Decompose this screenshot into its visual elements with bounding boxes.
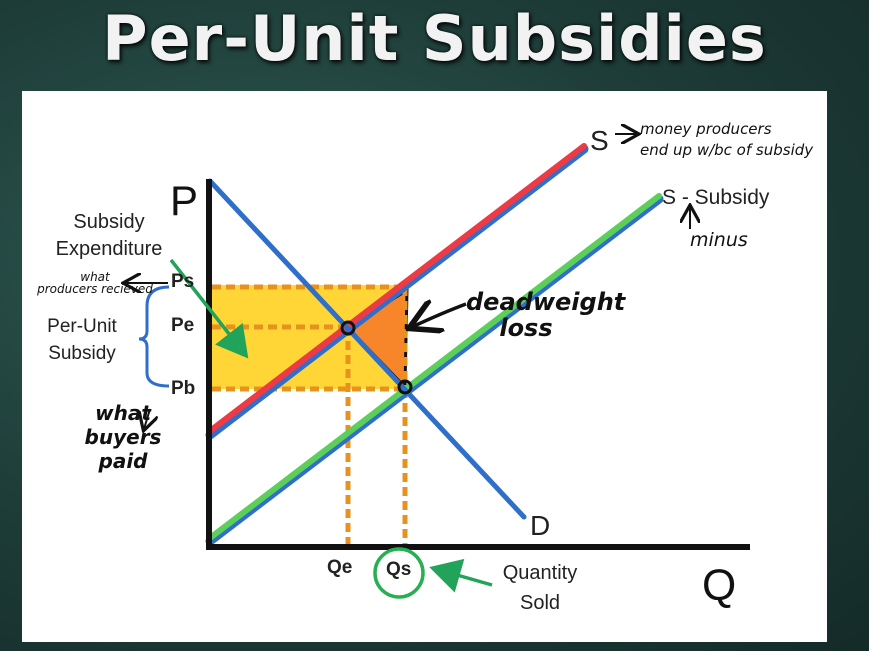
deadweight-loss-label: deadweight loss — [466, 288, 626, 342]
diagram-board: P Q Quantity Sold S S - Subsidy D Ps Pe … — [22, 91, 827, 642]
per-unit-subsidy-label: Per-Unit Subsidy — [47, 316, 117, 364]
supply-subsidy-label: S - Subsidy — [662, 186, 770, 209]
expenditure-arrow — [169, 258, 249, 359]
what-producers-note: what producers recieved — [37, 270, 153, 296]
slide-title: Per-Unit Subsidies — [102, 2, 767, 75]
price-label-ps: Ps — [171, 271, 195, 292]
minus-note: minus — [690, 229, 748, 251]
equilibrium-point — [340, 320, 356, 336]
subsidy-diagram — [22, 91, 750, 599]
x-axis-label: Q — [702, 561, 737, 610]
price-label-pb: Pb — [171, 378, 196, 399]
subsidy-point — [397, 379, 413, 395]
money-producers-note: money producers end up w/bc of subsidy — [640, 120, 814, 159]
quantity-label-qe: Qe — [327, 557, 353, 578]
what-buyers-note: what buyers paid — [84, 401, 162, 473]
demand-label: D — [530, 510, 551, 541]
per-unit-bracket — [138, 285, 170, 388]
quantity-label-qs: Qs — [386, 559, 412, 580]
supply-label: S — [590, 125, 609, 156]
demand-curve — [207, 178, 527, 520]
y-axis-label: P — [170, 177, 199, 224]
price-label-pe: Pe — [171, 315, 195, 336]
x-axis-caption: Quantity Sold — [502, 562, 578, 614]
subsidy-expenditure-label: Subsidy Expenditure — [55, 211, 163, 260]
qs-circle — [373, 547, 425, 599]
qs-arrow — [429, 558, 493, 593]
